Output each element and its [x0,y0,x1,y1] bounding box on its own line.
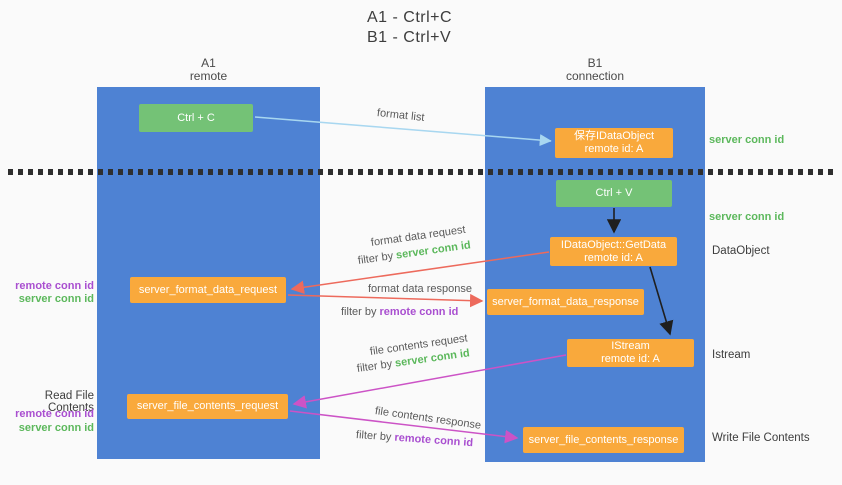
left-remote-conn-id-1: remote conn id [15,280,94,292]
left-server-conn-id-1: server conn id [18,293,94,305]
server-file-contents-response-box: server_file_contents_response [523,427,684,453]
phase-divider-dashed-line [8,169,834,175]
ctrl-c-box: Ctrl + C [139,104,253,132]
filter-by-remote-conn-id-1: filter by remote conn id [341,306,458,318]
column-a1-subtitle: remote [189,69,228,83]
column-header-a1: A1 remote [97,57,320,83]
istream-line2: remote id: A [601,353,660,365]
save-idataobject-box: 保存IDataObject remote id: A [555,128,673,158]
istream-side-label: Istream [712,349,751,361]
right-server-conn-id-2: server conn id [709,211,785,223]
file-contents-response-label: file contents response [374,405,482,432]
read-file-contents-label: Read File Contents [44,390,94,414]
title-line-2: B1 - Ctrl+V [367,29,452,46]
remote-conn-id-text: remote conn id [394,431,474,450]
ctrl-c-label: Ctrl + C [177,111,215,124]
server-file-contents-request-label: server_file_contents_request [136,400,279,412]
title-line-1: A1 - Ctrl+C [367,9,453,26]
server-file-contents-response-label: server_file_contents_response [528,433,679,446]
format-data-response-label: format data response [368,283,472,295]
ctrl-v-box: Ctrl + V [556,180,672,207]
column-b1-id: B1 [587,56,603,70]
server-format-data-request-label: server_format_data_request [138,283,278,296]
left-remote-conn-id-2: remote conn id [15,408,94,420]
diagram-title: A1 - Ctrl+C B1 - Ctrl+V [367,8,452,48]
filter-by-text: filter by [341,306,380,318]
filter-by-remote-conn-id-2: filter by remote conn id [356,429,474,449]
server-format-data-response-box: server_format_data_response [487,289,644,315]
format-list-label: format list [376,107,426,124]
save-idataobject-line2: remote id: A [584,143,644,155]
istream-box: IStream remote id: A [567,339,694,367]
ctrl-v-label: Ctrl + V [595,187,633,199]
column-header-b1: B1 connection [485,57,705,83]
remote-conn-id-text: remote conn id [379,306,459,318]
filter-by-text: filter by [357,249,397,267]
idataobject-getdata-box: IDataObject::GetData remote id: A [550,237,677,266]
write-file-contents-label: Write File Contents [712,432,810,444]
column-b1-subtitle: connection [565,69,625,83]
server-file-contents-request-box: server_file_contents_request [127,394,288,419]
getdata-line2: remote id: A [584,251,643,264]
filter-by-text: filter by [355,429,395,444]
right-server-conn-id-1: server conn id [709,134,785,146]
server-format-data-response-label: server_format_data_response [492,295,639,308]
filter-by-text: filter by [356,357,396,375]
dataobject-label: DataObject [712,245,770,257]
server-format-data-request-box: server_format_data_request [130,277,286,303]
getdata-line1: IDataObject::GetData [560,238,667,251]
left-server-conn-id-2: server conn id [18,422,94,434]
save-idataobject-line1: 保存IDataObject [573,130,655,142]
column-a1-id: A1 [201,56,216,70]
istream-line1: IStream [611,340,650,352]
